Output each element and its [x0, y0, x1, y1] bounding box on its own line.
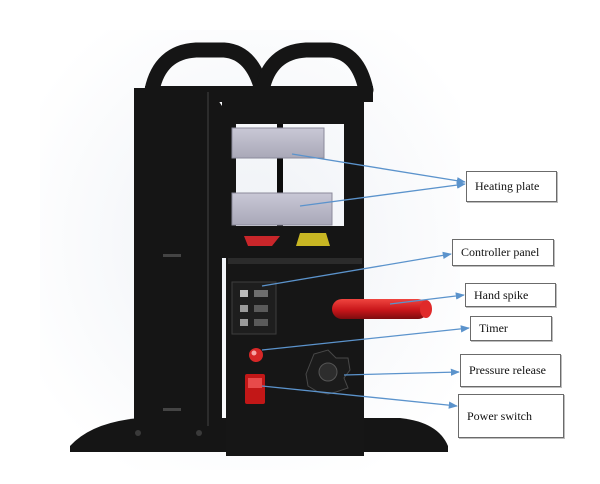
- power-switch: [245, 374, 265, 404]
- arrow-timer: [261, 325, 470, 351]
- pressure-release-label: Pressure release: [460, 354, 561, 387]
- controller-panel-text: Controller panel: [461, 245, 540, 259]
- heating-plate-label: Heating plate: [466, 171, 557, 202]
- hand-spike-label: Hand spike: [465, 283, 556, 307]
- hand-spike: [332, 299, 432, 319]
- power-switch-label: Power switch: [458, 394, 564, 438]
- top-handles: [144, 42, 374, 98]
- arrow-heating-lower: [299, 181, 466, 207]
- pressure-release-text: Pressure release: [469, 363, 546, 377]
- arrow-power-switch: [261, 385, 458, 409]
- yellow-sample-tray: [296, 233, 330, 246]
- upper-heating-plate: [231, 127, 325, 159]
- side-slot-upper: [163, 254, 181, 257]
- red-sample-tray: [244, 236, 280, 246]
- controller-panel-label: Controller panel: [452, 239, 554, 266]
- timer-text: Timer: [479, 321, 508, 335]
- arrow-hand-spike: [389, 292, 465, 305]
- lower-heating-plate: [231, 192, 333, 226]
- left-handle-arch: [144, 42, 270, 98]
- heating-plate-text: Heating plate: [475, 179, 540, 193]
- hand-spike-text: Hand spike: [474, 287, 529, 302]
- callout-arrows: [261, 153, 470, 409]
- arrow-pressure-release: [343, 368, 460, 376]
- timer-label: Timer: [470, 316, 552, 341]
- control-box-lip: [228, 258, 362, 264]
- pressure-release-wheel: [305, 349, 351, 395]
- controller-panel: [231, 281, 277, 335]
- right-handle-arch: [254, 42, 374, 98]
- arrow-controller-panel: [261, 251, 452, 287]
- left-side-panel: [134, 88, 222, 430]
- power-switch-text: Power switch: [467, 408, 532, 423]
- arrow-heating-upper: [291, 153, 466, 185]
- side-slot-lower: [163, 408, 181, 411]
- timer-knob: [249, 348, 263, 362]
